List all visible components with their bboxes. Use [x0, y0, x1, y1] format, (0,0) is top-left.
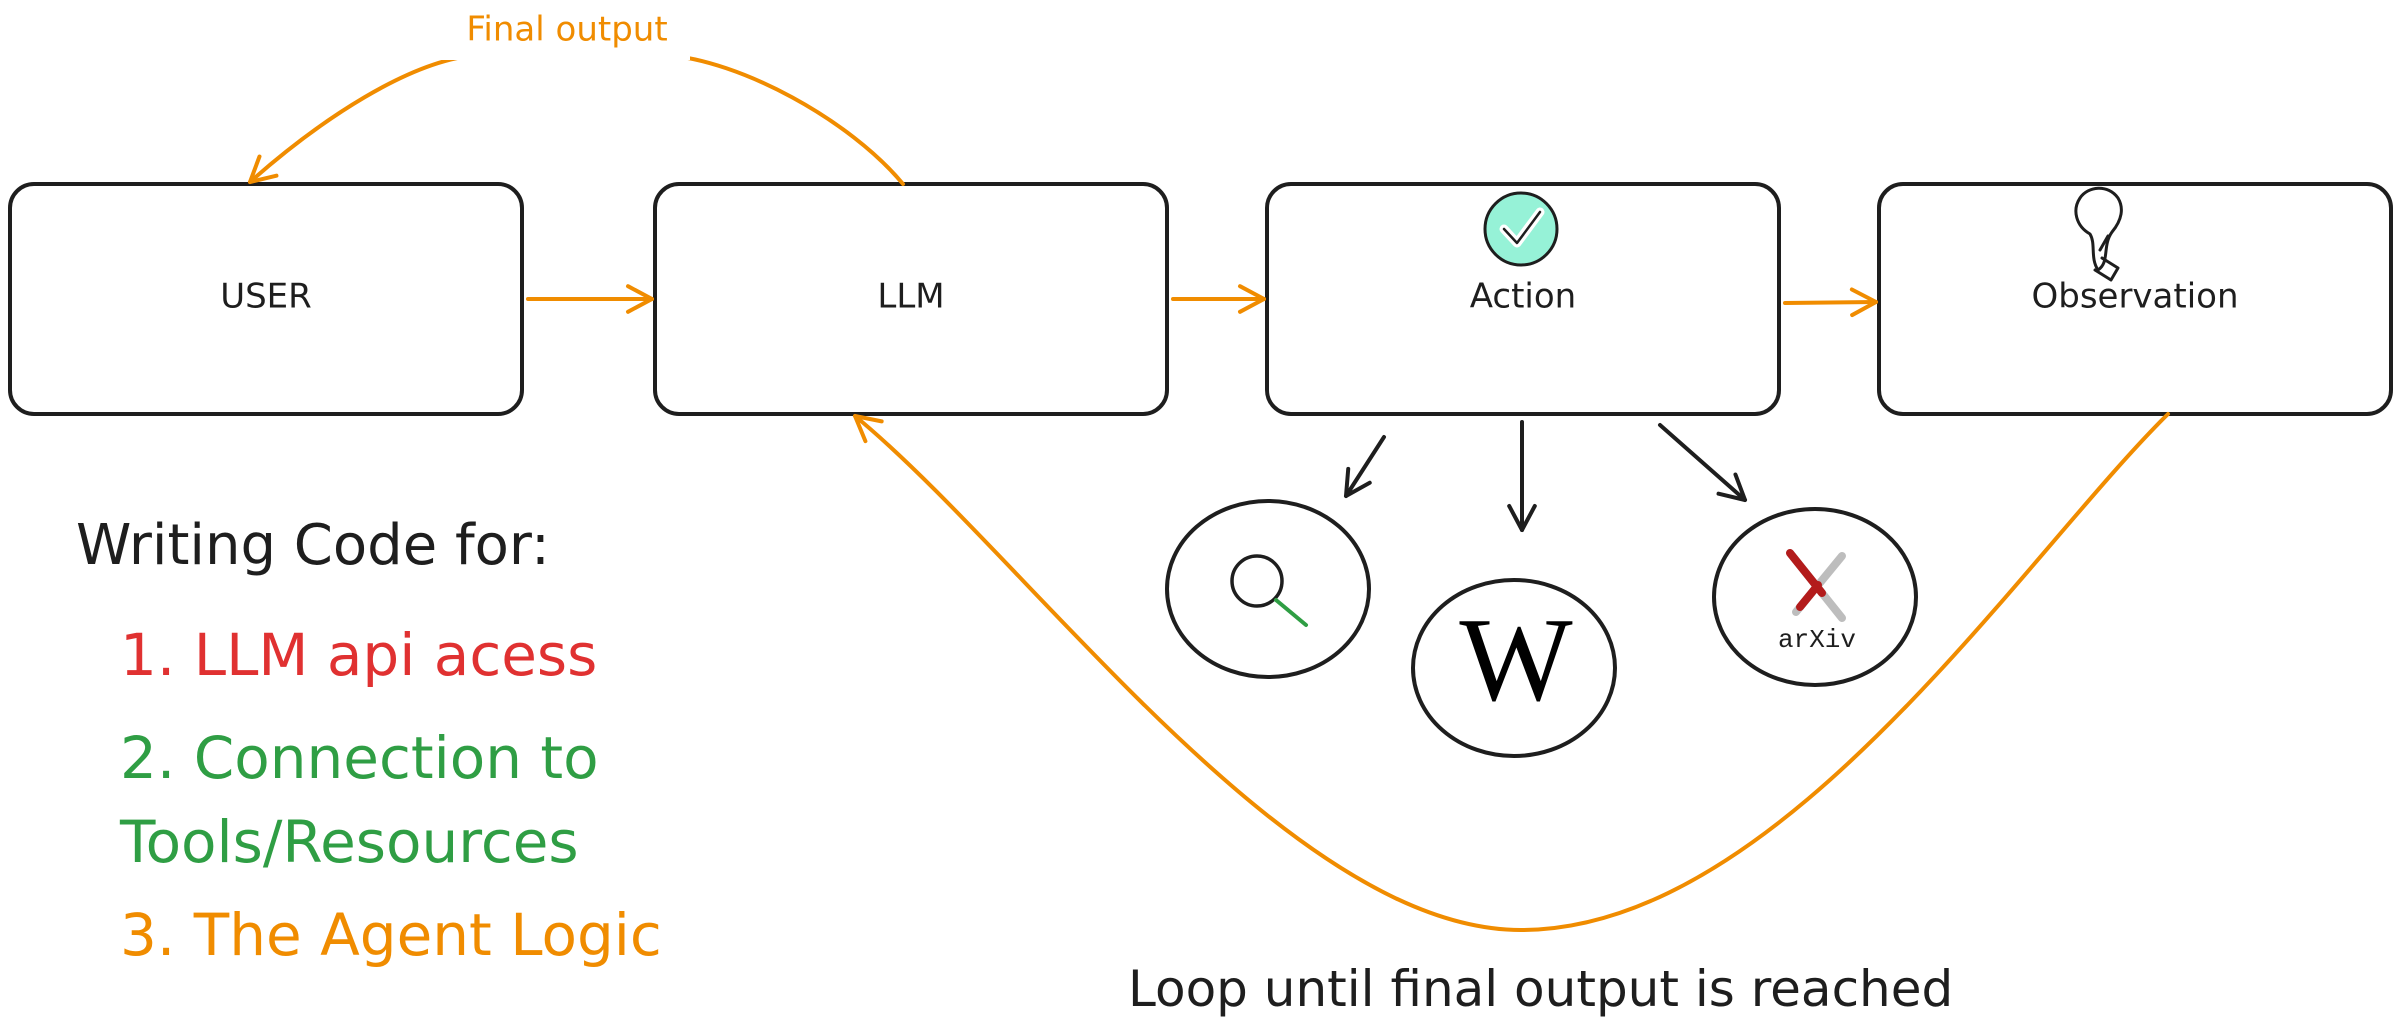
- loop-caption: Loop until final output is reached: [1128, 960, 1953, 1018]
- search-icon: [1230, 554, 1308, 627]
- arxiv-tool: arXiv: [1712, 507, 1918, 687]
- wikipedia-tool: W: [1411, 578, 1617, 758]
- llm-node-label: LLM: [877, 277, 944, 317]
- llm-node: LLM: [653, 182, 1169, 416]
- observation-node: Observation: [1877, 182, 2393, 416]
- user-node: USER: [8, 182, 524, 416]
- notes-heading: Writing Code for:: [76, 513, 550, 578]
- note-item-1: 1. LLM api acess: [120, 621, 597, 689]
- observation-node-label: Observation: [2031, 277, 2238, 317]
- lightbulb-icon: [2074, 186, 2123, 282]
- wikipedia-logo: W: [1459, 593, 1573, 726]
- check-icon: [1483, 191, 1559, 267]
- action-node: Action: [1265, 182, 1781, 416]
- final-output-arrow: [248, 52, 905, 186]
- final-output-label-bg: [440, 8, 690, 60]
- action-node-label: Action: [1470, 277, 1576, 317]
- user-node-label: USER: [220, 277, 312, 317]
- action-to-observation-arrow: [1783, 287, 1878, 318]
- action-to-search-arrow: [1344, 435, 1386, 498]
- arxiv-logo: arXiv: [1778, 549, 1856, 655]
- action-to-arxiv-arrow: [1658, 423, 1747, 502]
- search-tool: [1165, 499, 1371, 679]
- final-output-label: Final output: [466, 10, 667, 50]
- note-item-2-line1: 2. Connection to: [120, 724, 599, 792]
- note-item-2-line2: Tools/Resources: [119, 808, 579, 876]
- note-item-3: 3. The Agent Logic: [120, 901, 662, 969]
- arxiv-label: arXiv: [1778, 625, 1856, 655]
- loop-back-arrow: [853, 412, 2170, 933]
